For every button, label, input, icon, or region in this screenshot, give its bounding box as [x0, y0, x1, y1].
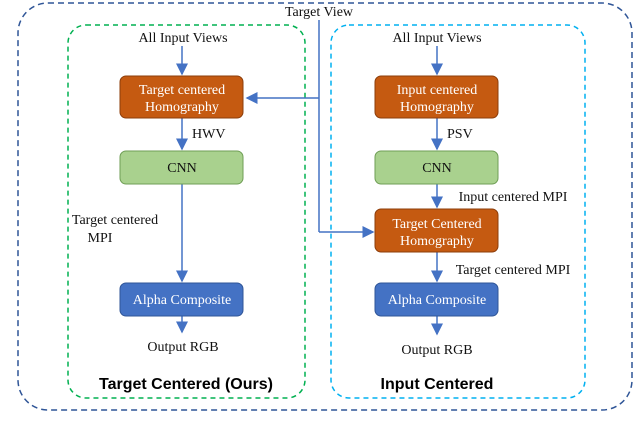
left-homography-box	[119, 75, 244, 119]
right-target-homography-line1: Target Centered	[392, 217, 481, 232]
psv-label: PSV	[447, 127, 473, 142]
left-panel	[67, 24, 306, 399]
input-mpi-label: Input centered MPI	[459, 190, 568, 205]
left-composite-label: Alpha Composite	[133, 293, 231, 308]
right-homography-box	[374, 75, 499, 119]
right-input-label: All Input Views	[392, 31, 481, 46]
right-target-homography-box	[374, 208, 499, 253]
right-homography-line1: Input centered	[397, 83, 477, 98]
right-target-homography-line2: Homography	[400, 234, 474, 249]
right-homography-line2: Homography	[400, 100, 474, 115]
outer-frame	[17, 2, 633, 411]
right-composite-box	[374, 282, 499, 317]
left-mpi-line1: Target centered	[72, 213, 158, 228]
right-panel	[330, 24, 586, 399]
right-target-mpi-label: Target centered MPI	[456, 263, 571, 278]
left-mpi-line2: MPI	[88, 231, 113, 246]
right-output-label: Output RGB	[401, 343, 472, 358]
hwv-label: HWV	[192, 127, 225, 142]
left-composite-box	[119, 282, 244, 317]
left-cnn-label: CNN	[167, 161, 197, 176]
right-cnn-label: CNN	[422, 161, 452, 176]
left-homography-line2: Homography	[145, 100, 219, 115]
target-view-label: Target View	[285, 5, 354, 20]
left-cnn-box	[119, 150, 244, 185]
left-output-label: Output RGB	[147, 340, 218, 355]
left-title: Target Centered (Ours)	[99, 376, 273, 393]
right-title: Input Centered	[381, 376, 494, 393]
right-cnn-box	[374, 150, 499, 185]
right-composite-label: Alpha Composite	[388, 293, 486, 308]
left-homography-line1: Target centered	[139, 83, 225, 98]
left-input-label: All Input Views	[138, 31, 227, 46]
